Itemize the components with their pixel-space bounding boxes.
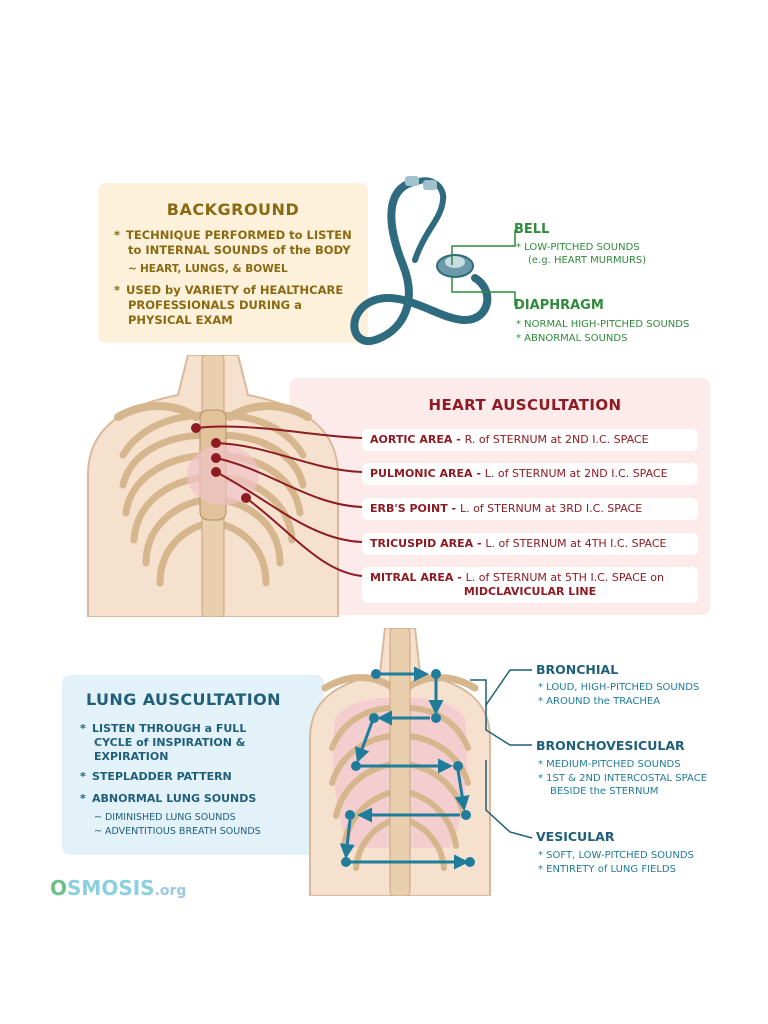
aortic-area-label: AORTIC AREA - R. of STERNUM at 2ND I.C. … xyxy=(362,429,698,451)
stethoscope-illustration xyxy=(350,176,492,346)
mitral-area-label: MITRAL AREA - L. of STERNUM at 5TH I.C. … xyxy=(362,567,698,603)
earpiece-left xyxy=(405,176,419,186)
background-item-3: *USED by VARIETY of HEALTHCARE PROFESSIO… xyxy=(114,283,344,327)
tricuspid-area-label: TRICUSPID AREA - L. of STERNUM at 4TH I.… xyxy=(362,533,698,555)
stethoscope-label-lines xyxy=(451,230,516,306)
background-panel xyxy=(98,183,368,343)
lung-sub-2: ~ ADVENTITIOUS BREATH SOUNDS xyxy=(94,826,261,837)
lung-point-5 xyxy=(351,761,361,771)
scapula-left xyxy=(321,674,394,692)
lung-point-7 xyxy=(461,810,471,820)
sound-label-lines xyxy=(470,669,533,839)
bronchial-text-2: * AROUND the TRACHEA xyxy=(538,696,661,707)
lung-point-1 xyxy=(371,669,381,679)
bronchial-title: BRONCHIAL xyxy=(536,662,619,677)
lung-auscultation-panel xyxy=(62,675,324,855)
clavicle-left xyxy=(114,402,200,421)
mitral-area-line2: MIDCLAVICULAR LINE xyxy=(463,585,597,598)
vesicular-text-2: * ENTIRETY of LUNG FIELDS xyxy=(538,864,676,875)
torso-ribcage-illustration xyxy=(87,355,339,617)
osmosis-logo: OSMOSIS.org xyxy=(50,876,187,900)
bell-title: BELL xyxy=(514,222,550,237)
mitral-point xyxy=(241,493,251,503)
aortic-point xyxy=(191,423,201,433)
lung-point-8 xyxy=(345,810,355,820)
bronchovesicular-text-1: * MEDIUM-PITCHED SOUNDS xyxy=(538,759,681,770)
erbs-point-label: ERB'S POINT - L. of STERNUM at 3RD I.C. … xyxy=(362,498,698,520)
lung-item-1: *LISTEN THROUGH a FULL CYCLE of INSPIRAT… xyxy=(80,722,247,763)
lung-point-2 xyxy=(431,669,441,679)
erbs-point xyxy=(211,453,221,463)
bell-icon xyxy=(445,256,465,268)
back-lungs-illustration xyxy=(309,628,491,896)
pulmonic-point xyxy=(211,438,221,448)
bronchovesicular-title: BRONCHOVESICULAR xyxy=(536,738,685,753)
lung-point-4 xyxy=(369,713,379,723)
vesicular-title: VESICULAR xyxy=(536,829,615,844)
bronchial-text-1: * LOUD, HIGH-PITCHED SOUNDS xyxy=(538,682,700,693)
background-item-2: ~HEART, LUNGS, & BOWEL xyxy=(128,263,288,275)
vertebral-column xyxy=(389,628,411,896)
lung-point-3 xyxy=(431,713,441,723)
clavicle-right xyxy=(226,402,312,421)
bell-text-1: * LOW-PITCHED SOUNDS xyxy=(516,242,640,253)
diaphragm-text-1: * NORMAL HIGH-PITCHED SOUNDS xyxy=(516,319,690,330)
lung-point-6 xyxy=(453,761,463,771)
vesicular-text-1: * SOFT, LOW-PITCHED SOUNDS xyxy=(538,850,694,861)
lung-point-10 xyxy=(465,857,475,867)
lung-item-2: *STEPLADDER PATTERN xyxy=(80,770,232,783)
bell-text-2: (e.g. HEART MURMURS) xyxy=(528,255,647,266)
diaphragm-title: DIAPHRAGM xyxy=(514,298,604,313)
background-title: BACKGROUND xyxy=(166,200,300,219)
earpiece-right xyxy=(423,180,437,190)
pulmonic-area-label: PULMONIC AREA - L. of STERNUM at 2ND I.C… xyxy=(362,463,698,485)
lung-item-3: *ABNORMAL LUNG SOUNDS xyxy=(80,792,257,805)
bronchovesicular-text-2: * 1ST & 2ND INTERCOSTAL SPACE xyxy=(538,773,708,784)
heart-title: HEART AUSCULTATION xyxy=(428,396,622,414)
lung-point-9 xyxy=(341,857,351,867)
bronchovesicular-text-3: BESIDE the STERNUM xyxy=(550,786,659,797)
lung-sub-1: ~ DIMINISHED LUNG SOUNDS xyxy=(94,812,236,823)
stethoscope-tube xyxy=(350,178,492,346)
tricuspid-point xyxy=(211,467,221,477)
diaphragm-text-2: * ABNORMAL SOUNDS xyxy=(516,333,628,344)
lung-title: LUNG AUSCULTATION xyxy=(86,690,281,709)
background-item-1: *TECHNIQUE PERFORMED to LISTEN to INTERN… xyxy=(114,228,352,257)
